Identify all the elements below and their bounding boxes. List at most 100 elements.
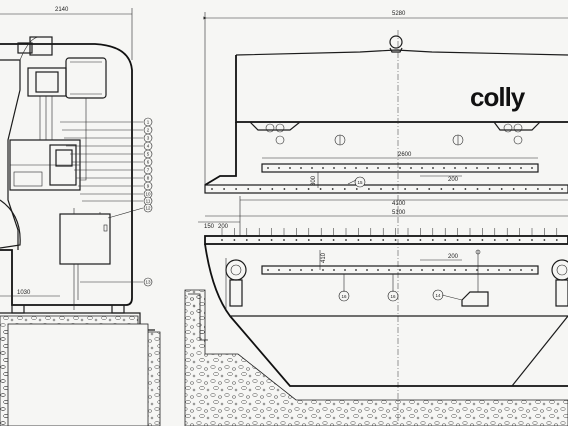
table-hole <box>493 239 496 241</box>
rail-hole <box>211 188 213 190</box>
rail-hole <box>421 269 423 271</box>
table-hole <box>543 239 546 241</box>
front-view: 5280 colly 2600 <box>184 11 568 426</box>
side-callout-label: 6 <box>147 160 150 165</box>
table-hole <box>245 239 248 241</box>
table-hole <box>531 239 533 241</box>
front-callout-label: 15 <box>357 180 363 185</box>
rail-hole <box>343 188 346 190</box>
rail-hole <box>464 188 467 190</box>
rail-hole <box>498 269 500 271</box>
upper-tool-rail <box>261 163 539 173</box>
electric-cabinet <box>59 213 111 265</box>
rail-hole <box>344 167 346 169</box>
table-hole <box>357 239 360 241</box>
rail-hole <box>549 188 551 190</box>
side-callout-circle <box>143 203 153 213</box>
table-hole <box>270 239 273 241</box>
rail-hole <box>443 167 445 169</box>
rail-hole <box>531 167 533 169</box>
upper-height-dim: 300 <box>311 175 317 186</box>
rail-hole <box>223 188 226 190</box>
rail-hole <box>520 269 522 271</box>
side-callout-label: 11 <box>146 199 151 204</box>
ram-holes <box>211 188 563 190</box>
front-callout-label: 16 <box>341 294 347 299</box>
rail-hole <box>331 188 334 190</box>
rail-hole <box>388 269 390 271</box>
table-hole <box>469 239 471 241</box>
table-hole <box>283 239 285 241</box>
table-ticks <box>221 228 558 241</box>
rail-hole <box>366 269 368 271</box>
rail-hole <box>300 167 302 169</box>
table-hole <box>481 239 484 241</box>
rail-hole <box>311 269 313 271</box>
side-width-dim: 2140 <box>55 7 69 13</box>
lower-tool-rail <box>261 265 539 275</box>
offset-dim: 150 <box>204 224 215 230</box>
rail-hole <box>377 269 379 271</box>
front-foundation <box>184 289 568 426</box>
rail-hole <box>368 188 370 190</box>
table-hole <box>407 239 409 241</box>
side-callout-label: 7 <box>147 168 150 173</box>
rail-hole <box>259 188 262 190</box>
rail-hole <box>537 188 539 190</box>
upper-gap-dim: 200 <box>448 177 459 183</box>
rail-hole <box>300 269 302 271</box>
front-callout-label: 16 <box>390 294 396 299</box>
rail-hole <box>432 269 434 271</box>
rail-hole <box>355 188 358 190</box>
front-callouts: 15 16 16 14 <box>338 176 444 302</box>
rail-hole <box>476 269 478 271</box>
rail-hole <box>380 188 382 190</box>
rail-hole <box>432 167 434 169</box>
rail-hole <box>295 188 298 190</box>
right-cylinder <box>551 259 568 307</box>
rail-hole <box>247 188 250 190</box>
rail-hole <box>333 269 335 271</box>
side-callout-label: 8 <box>147 176 150 181</box>
table-hole <box>431 239 434 241</box>
front-callout-label: 14 <box>435 293 441 298</box>
overall-length-dim: 5280 <box>392 11 406 17</box>
rail-hole <box>465 269 467 271</box>
rail-hole <box>333 167 335 169</box>
side-callout-label: 3 <box>147 136 150 141</box>
rail-hole <box>278 167 280 169</box>
side-callout-label: 13 <box>145 280 151 285</box>
rail-hole <box>410 167 412 169</box>
rail-hole <box>307 188 310 190</box>
rail-hole <box>311 167 313 169</box>
table-hole <box>394 239 397 241</box>
rail-hole <box>388 167 390 169</box>
rail-hole <box>319 188 322 190</box>
table-hole <box>258 239 261 241</box>
side-view: 2140 <box>0 7 161 426</box>
table-hole <box>345 239 347 241</box>
table-hole <box>369 239 372 241</box>
rail-hole <box>476 167 478 169</box>
brand-logo: colly <box>470 82 526 112</box>
rail-hole <box>520 167 522 169</box>
left-cylinder <box>225 258 247 310</box>
rail-hole <box>509 167 511 169</box>
table-hole <box>320 239 323 241</box>
side-callout-label: 5 <box>147 152 150 157</box>
rail-hole <box>322 167 324 169</box>
rail-hole <box>509 269 511 271</box>
side-callout-label: 2 <box>147 128 150 133</box>
side-callout-leaders <box>60 121 144 283</box>
lower-table <box>204 235 568 245</box>
rail-hole <box>498 167 500 169</box>
table-hole <box>332 239 335 241</box>
rail-hole <box>452 188 455 190</box>
rail-hole <box>322 269 324 271</box>
lower-rail-holes <box>267 269 533 271</box>
side-callout-label: 1 <box>147 120 150 125</box>
table-hole <box>382 239 385 241</box>
rail-hole <box>366 167 368 169</box>
